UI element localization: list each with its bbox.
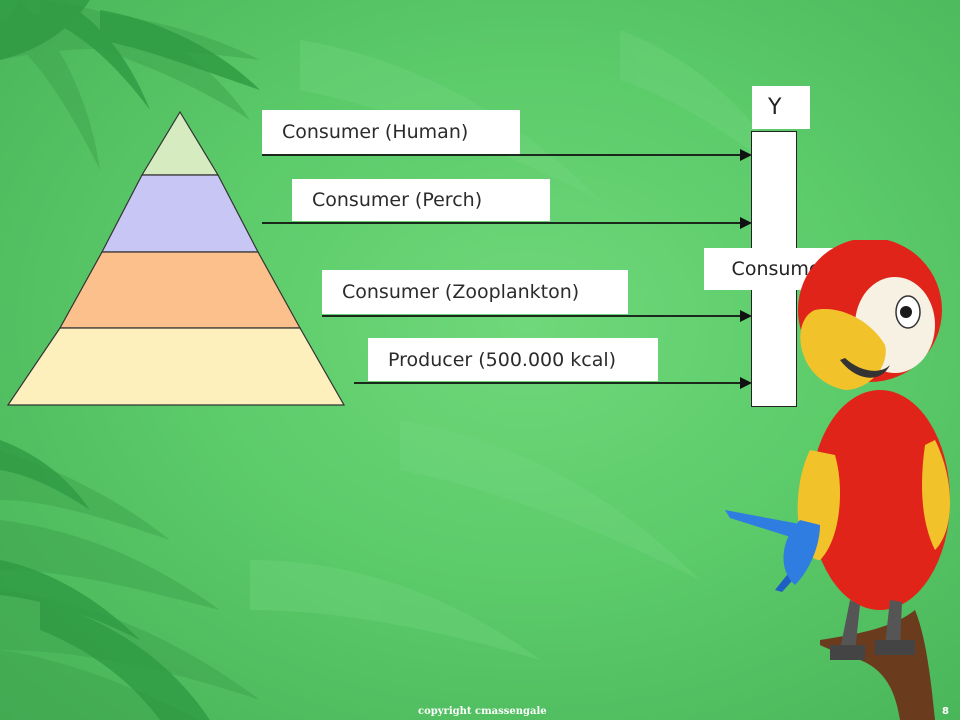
parrot-icon [725,240,950,720]
label-consumer-perch: Consumer (Perch) [292,179,550,221]
pyramid-tier-bottom [6,327,346,406]
label-producer: Producer (500.000 kcal) [368,338,658,381]
label-consumer-human: Consumer (Human) [262,110,520,154]
footer-copyright: copyright cmassengale [418,706,547,717]
trophic-pyramid [6,110,346,406]
label-consumer-zooplankton: Consumer (Zooplankton) [322,270,628,314]
page-number: 8 [942,706,949,717]
axis-label-y: Y [752,86,810,129]
